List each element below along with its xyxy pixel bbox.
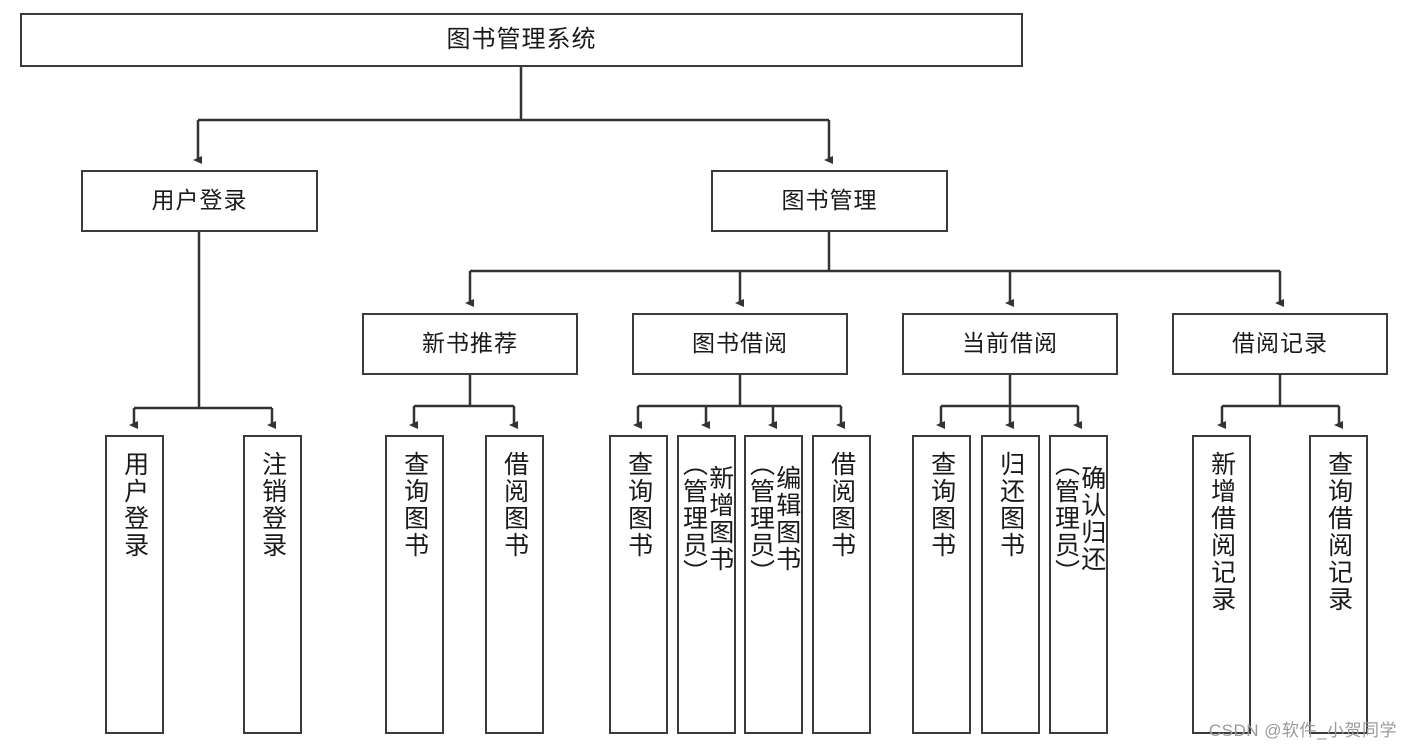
node-label: 编辑图书 （管理员） xyxy=(746,451,801,586)
node-label: 用户登录 xyxy=(120,451,149,559)
node-book-management[interactable]: 图书管理 xyxy=(711,170,948,232)
node-label: 查询图书 xyxy=(400,451,429,559)
node-label: 借阅图书 xyxy=(827,451,856,559)
leaf-new-book-borrow-book[interactable]: 借阅图书 xyxy=(485,435,544,734)
leaf-borrow-record-add-record[interactable]: 新增借阅记录 xyxy=(1192,435,1251,734)
node-label: 注销登录 xyxy=(258,451,287,559)
node-label: 图书借阅 xyxy=(692,330,788,357)
node-label: 借阅记录 xyxy=(1232,330,1328,357)
leaf-current-borrow-confirm-return-admin[interactable]: 确认归还 （管理员） xyxy=(1049,435,1108,734)
leaf-borrow-record-query-record[interactable]: 查询借阅记录 xyxy=(1309,435,1368,734)
node-borrowing-record[interactable]: 借阅记录 xyxy=(1172,313,1388,375)
node-label: 新增借阅记录 xyxy=(1207,451,1236,613)
node-label: 新增图书 （管理员） xyxy=(679,451,734,586)
node-user-login[interactable]: 用户登录 xyxy=(81,170,318,232)
leaf-user-login-login[interactable]: 用户登录 xyxy=(105,435,164,734)
leaf-user-login-logout[interactable]: 注销登录 xyxy=(243,435,302,734)
leaf-current-borrow-return-book[interactable]: 归还图书 xyxy=(981,435,1040,734)
node-label: 图书管理 xyxy=(781,187,878,214)
node-label: 查询图书 xyxy=(927,451,956,559)
node-new-book-recommendation[interactable]: 新书推荐 xyxy=(362,313,578,375)
leaf-book-borrow-query-book[interactable]: 查询图书 xyxy=(609,435,668,734)
node-label: 查询图书 xyxy=(624,451,653,559)
csdn-watermark: CSDN @软件_小贺同学 xyxy=(1208,721,1397,740)
node-label: 归还图书 xyxy=(996,451,1025,559)
node-label: 新书推荐 xyxy=(422,330,518,357)
leaf-current-borrow-query-book[interactable]: 查询图书 xyxy=(912,435,971,734)
node-label: 图书管理系统 xyxy=(446,25,597,53)
leaf-book-borrow-edit-book-admin[interactable]: 编辑图书 （管理员） xyxy=(744,435,803,734)
node-root-book-management-system[interactable]: 图书管理系统 xyxy=(20,13,1023,67)
node-label: 当前借阅 xyxy=(962,330,1058,357)
node-current-borrowing[interactable]: 当前借阅 xyxy=(902,313,1118,375)
node-label: 借阅图书 xyxy=(500,451,529,559)
node-book-borrowing[interactable]: 图书借阅 xyxy=(632,313,848,375)
leaf-book-borrow-add-book-admin[interactable]: 新增图书 （管理员） xyxy=(677,435,736,734)
node-label: 查询借阅记录 xyxy=(1324,451,1353,613)
leaf-book-borrow-borrow-book[interactable]: 借阅图书 xyxy=(812,435,871,734)
node-label: 确认归还 （管理员） xyxy=(1051,451,1106,586)
node-label: 用户登录 xyxy=(151,187,248,214)
leaf-new-book-query-book[interactable]: 查询图书 xyxy=(385,435,444,734)
